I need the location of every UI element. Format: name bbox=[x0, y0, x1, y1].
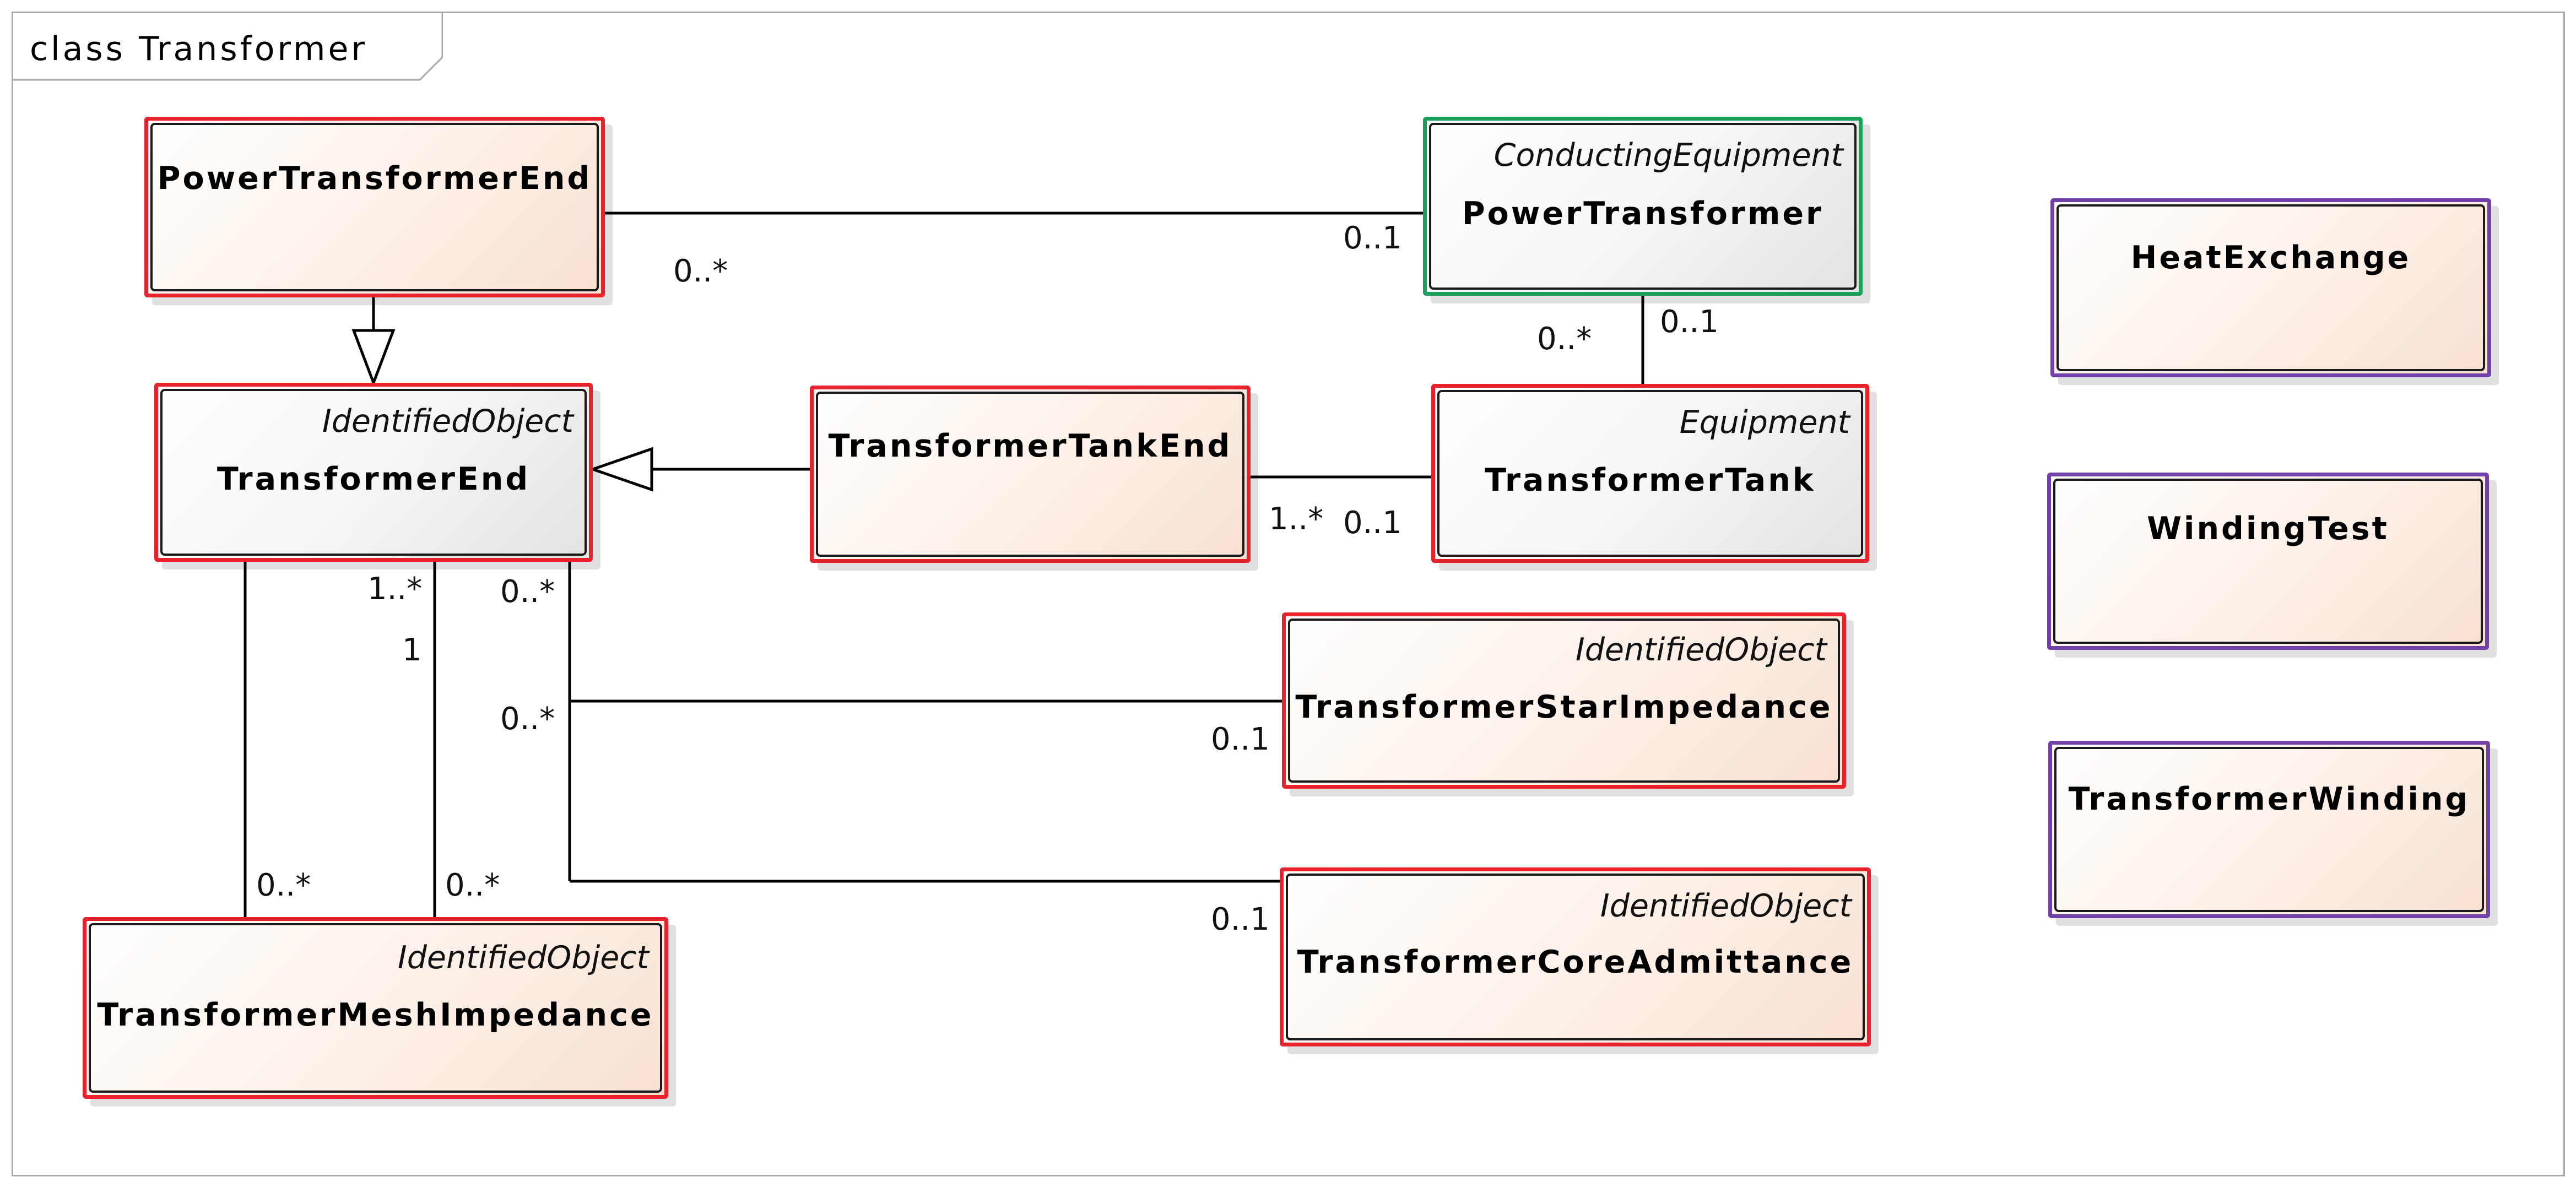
class-box-inner bbox=[1429, 123, 1857, 290]
class-box-inner bbox=[89, 923, 662, 1093]
gen-tankend-te-arrow bbox=[588, 447, 653, 492]
class-box-inner bbox=[150, 123, 599, 291]
mult-te-side-lower: 0..* bbox=[500, 701, 555, 737]
class-transformer-mesh-impedance[interactable]: IdentifiedObject TransformerMeshImpedanc… bbox=[83, 917, 668, 1099]
mult-tankend-tank-target: 0..1 bbox=[1343, 505, 1402, 541]
frame-label-tab: class Transformer bbox=[13, 13, 443, 81]
mult-core-target: 0..1 bbox=[1211, 902, 1270, 937]
class-transformer-end[interactable]: IdentifiedObject TransformerEnd bbox=[154, 383, 593, 562]
class-heat-exchange[interactable]: HeatExchange bbox=[2050, 198, 2491, 377]
class-stereotype: Equipment bbox=[1679, 404, 1850, 441]
mult-mesh-right: 0..* bbox=[445, 867, 500, 903]
class-stereotype: IdentifiedObject bbox=[1600, 888, 1852, 924]
class-transformer-core-admittance[interactable]: IdentifiedObject TransformerCoreAdmittan… bbox=[1280, 867, 1871, 1046]
class-stereotype: IdentifiedObject bbox=[322, 403, 573, 440]
gen-pte-te-arrow bbox=[351, 329, 396, 387]
class-box-inner bbox=[1437, 390, 1863, 557]
class-name: TransformerWinding bbox=[2068, 781, 2470, 817]
class-name: TransformerStarImpedance bbox=[1295, 689, 1833, 725]
class-stereotype: ConductingEquipment bbox=[1493, 137, 1843, 173]
class-box-inner bbox=[1288, 619, 1840, 783]
class-name: TransformerTankEnd bbox=[828, 428, 1232, 464]
class-name: TransformerEnd bbox=[217, 461, 531, 497]
class-transformer-star-impedance[interactable]: IdentifiedObject TransformerStarImpedanc… bbox=[1282, 612, 1846, 789]
frame-label-outline bbox=[13, 13, 443, 81]
class-name: PowerTransformerEnd bbox=[157, 160, 592, 197]
class-name: TransformerCoreAdmittance bbox=[1297, 944, 1854, 980]
mult-pt-tank-bottom: 0..* bbox=[1537, 321, 1592, 357]
class-name: WindingTest bbox=[2147, 511, 2389, 547]
class-box-inner bbox=[2054, 747, 2484, 912]
mult-tankend-tank-source: 1..* bbox=[1269, 501, 1324, 537]
class-box-inner bbox=[1286, 874, 1865, 1040]
mult-star-target: 0..1 bbox=[1211, 722, 1270, 757]
mult-pte-pt-source: 0..* bbox=[673, 253, 728, 289]
class-power-transformer[interactable]: ConductingEquipment PowerTransformer bbox=[1423, 117, 1863, 296]
class-transformer-winding[interactable]: TransformerWinding bbox=[2048, 741, 2490, 918]
class-transformer-tank-end[interactable]: TransformerTankEnd bbox=[810, 386, 1251, 563]
mult-pte-pt-target: 0..1 bbox=[1343, 220, 1402, 256]
class-box-inner bbox=[160, 389, 587, 556]
class-box-inner bbox=[2057, 204, 2485, 371]
diagram-frame bbox=[12, 12, 2565, 1176]
frame-label-text: class Transformer bbox=[30, 30, 368, 68]
class-box-inner bbox=[2053, 479, 2483, 644]
class-name: PowerTransformer bbox=[1462, 196, 1824, 232]
class-name: TransformerMeshImpedance bbox=[97, 997, 654, 1033]
mult-pt-tank-top: 0..1 bbox=[1660, 304, 1719, 340]
mult-te-mesh-from-2: 1 bbox=[402, 632, 422, 668]
mult-te-mesh-from-1: 1..* bbox=[367, 571, 423, 607]
mult-mesh-left: 0..* bbox=[256, 867, 311, 903]
class-name: HeatExchange bbox=[2130, 240, 2411, 276]
class-stereotype: IdentifiedObject bbox=[397, 940, 649, 976]
class-stereotype: IdentifiedObject bbox=[1575, 632, 1827, 668]
class-winding-test[interactable]: WindingTest bbox=[2047, 473, 2489, 650]
class-transformer-tank[interactable]: Equipment TransformerTank bbox=[1431, 384, 1869, 563]
class-power-transformer-end[interactable]: PowerTransformerEnd bbox=[144, 117, 605, 297]
class-box-inner bbox=[816, 392, 1244, 557]
mult-te-side-upper: 0..* bbox=[500, 574, 555, 610]
class-name: TransformerTank bbox=[1485, 462, 1816, 498]
